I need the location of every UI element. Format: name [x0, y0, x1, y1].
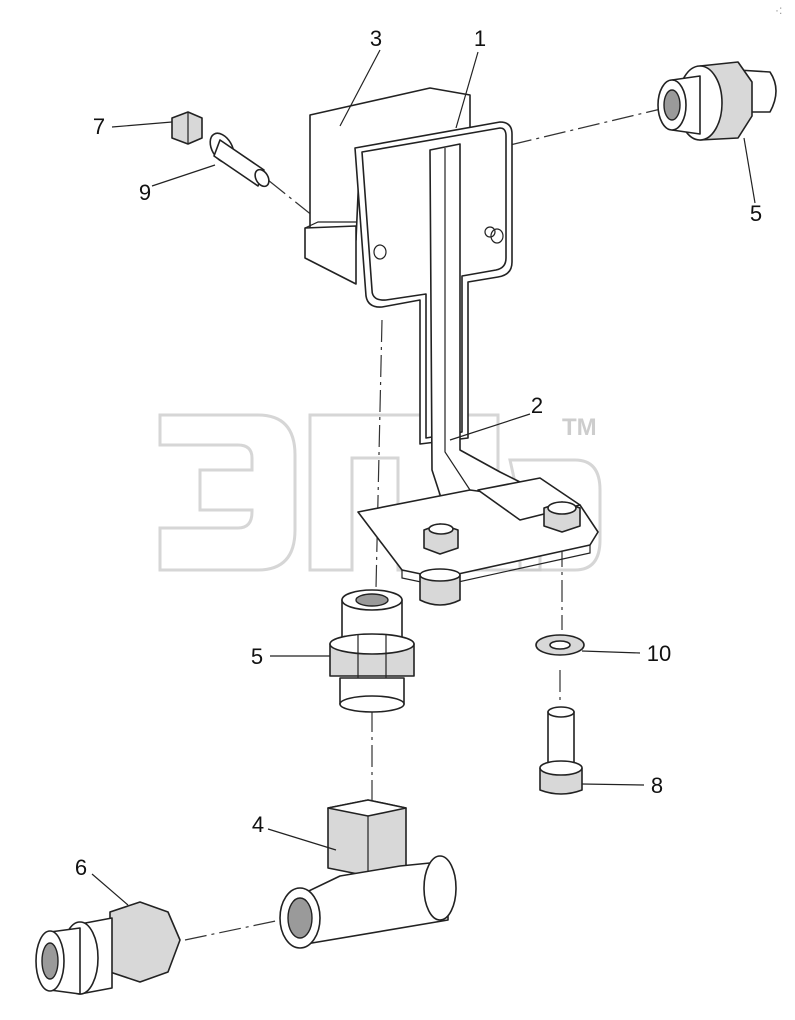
part-5-fitting-center: [329, 589, 415, 713]
part-2-mount-plate: [357, 143, 599, 587]
part-10-washer: [535, 634, 585, 656]
callout-1: 1: [474, 26, 486, 51]
callout-8: 8: [651, 773, 663, 798]
trademark-label: TM: [562, 414, 597, 441]
part-6-union: [35, 901, 181, 995]
plate-nut-right: [543, 501, 581, 533]
center-lines: [184, 107, 666, 941]
plate-nut-left: [419, 523, 461, 606]
leader-lines: [91, 49, 756, 906]
callout-7: 7: [93, 114, 105, 139]
callout-2: 2: [531, 393, 543, 418]
part-9-washer-and-shaft: [209, 132, 270, 188]
callout-4: 4: [252, 812, 264, 837]
part-5-fitting-top: [657, 61, 777, 141]
corner-mark: ·:: [775, 3, 782, 17]
callout-5-center: 5: [251, 644, 263, 669]
callout-10: 10: [647, 641, 671, 666]
callout-6: 6: [75, 855, 87, 880]
part-7-bolt-head: [171, 111, 203, 145]
part-8-screw: [539, 706, 583, 795]
callout-3: 3: [370, 26, 382, 51]
part-4-tee: [279, 799, 457, 949]
callout-9: 9: [139, 180, 151, 205]
callout-5-top: 5: [750, 201, 762, 226]
